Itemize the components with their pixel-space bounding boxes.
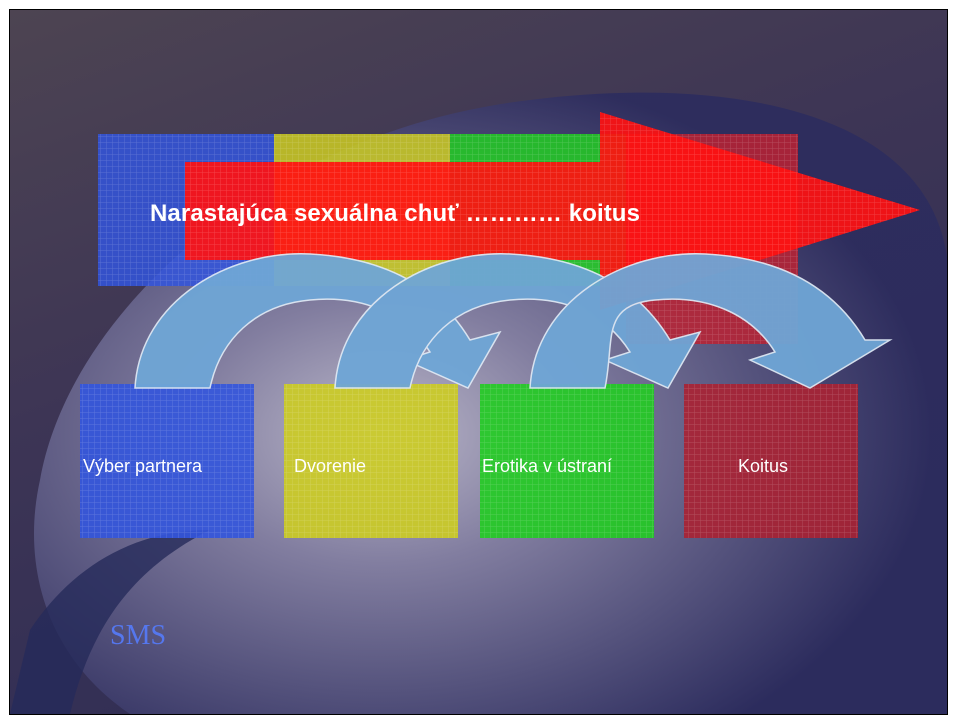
stage-label-4: Koitus xyxy=(738,456,789,476)
stage-label-3: Erotika v ústraní xyxy=(482,456,613,476)
stage-label-2: Dvorenie xyxy=(294,456,367,476)
background-blob-dark xyxy=(10,530,210,714)
stage-label-1: Výber partnera xyxy=(83,456,203,476)
footer-label: SMS xyxy=(110,620,167,651)
curved-arrow-3 xyxy=(529,253,893,389)
diagram-graphics xyxy=(10,92,947,714)
slide: Narastajúca sexuálna chuť ………… koitus Vý… xyxy=(9,9,948,715)
curved-arrows xyxy=(134,253,893,389)
diagram-title: Narastajúca sexuálna chuť ………… koitus xyxy=(150,200,641,227)
